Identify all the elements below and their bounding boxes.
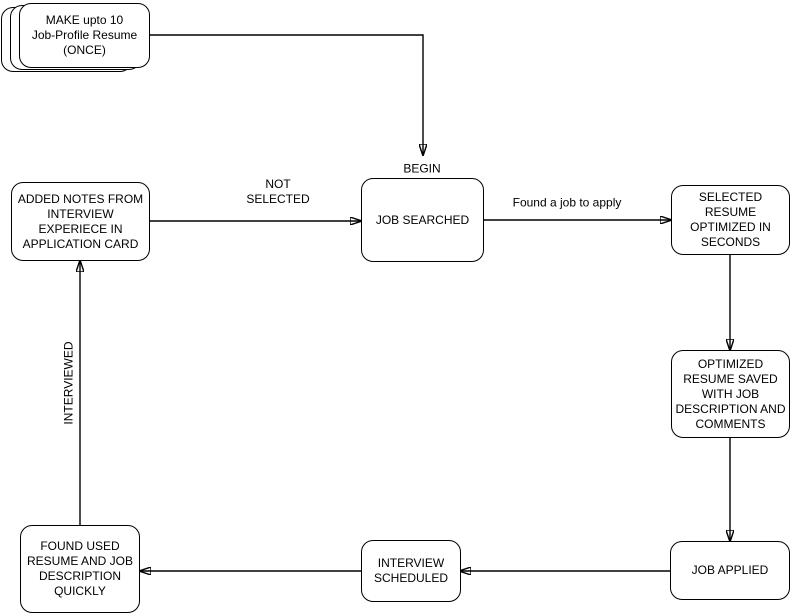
node-label-optimized-saved: OPTIMIZED RESUME SAVED WITH JOB DESCRIPT… [675, 356, 786, 431]
node-found-used: FOUND USED RESUME AND JOB DESCRIPTION QU… [20, 525, 140, 613]
node-make-resumes: MAKE upto 10 Job-Profile Resume (ONCE) [1, 3, 150, 72]
node-label-added-notes: ADDED NOTES FROM INTERVIEW EXPERIECE IN … [17, 191, 144, 251]
label-begin: BEGIN [401, 161, 443, 177]
node-optimized-saved: OPTIMIZED RESUME SAVED WITH JOB DESCRIPT… [671, 350, 790, 438]
node-label-selected-resume: SELECTED RESUME OPTIMIZED IN SECONDS [690, 190, 771, 249]
node-interview-scheduled: INTERVIEW SCHEDULED [361, 540, 461, 602]
node-label-make-resumes: MAKE upto 10 Job-Profile Resume (ONCE) [31, 13, 138, 57]
node-job-searched: JOB SEARCHED [361, 178, 484, 262]
edge-make-resumes-to-job-searched [150, 34, 423, 155]
node-job-applied: JOB APPLIED [670, 541, 790, 600]
node-selected-resume: SELECTED RESUME OPTIMIZED IN SECONDS [671, 185, 790, 255]
node-label-job-searched: JOB SEARCHED [375, 212, 470, 227]
node-label-found-used: FOUND USED RESUME AND JOB DESCRIPTION QU… [26, 539, 134, 598]
node-label-interview-scheduled: INTERVIEW SCHEDULED [373, 556, 448, 585]
label-not-selected: NOT SELECTED [244, 177, 312, 207]
label-found-a-job-to-apply: Found a job to apply [510, 195, 624, 211]
node-make-resumes-front: MAKE upto 10 Job-Profile Resume (ONCE) [19, 3, 150, 68]
node-label-job-applied: JOB APPLIED [691, 563, 769, 577]
label-interviewed: INTERVIEWED [61, 341, 76, 425]
node-added-notes: ADDED NOTES FROM INTERVIEW EXPERIECE IN … [11, 182, 150, 261]
